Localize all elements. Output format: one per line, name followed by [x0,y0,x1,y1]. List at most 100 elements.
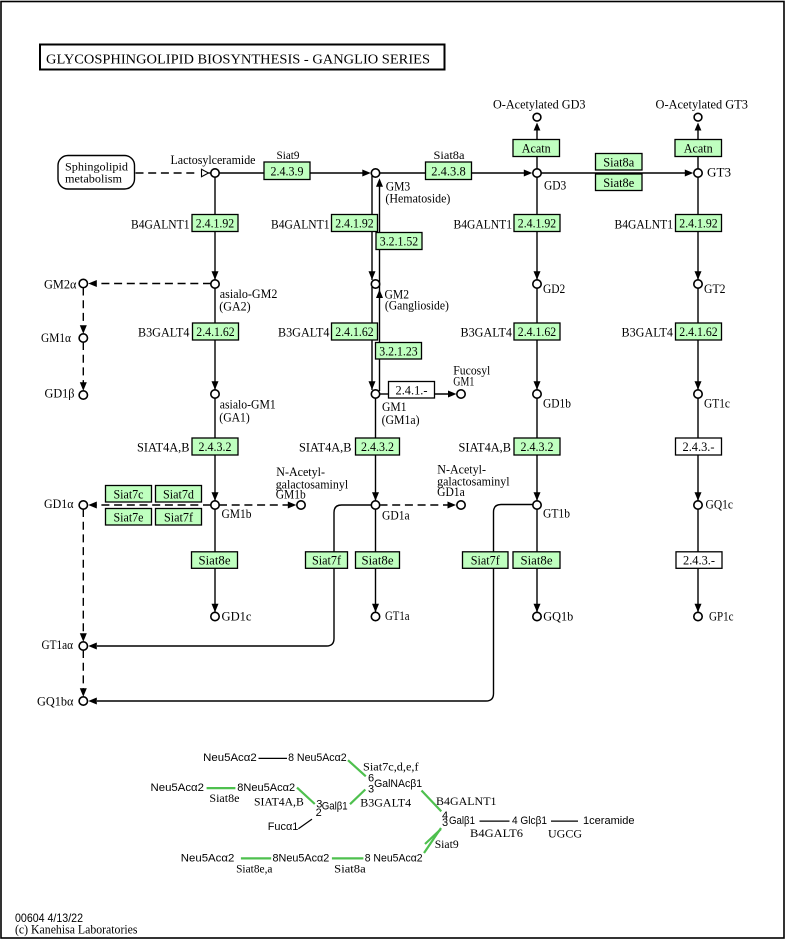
svg-text:3: 3 [368,783,374,795]
svg-text:GD1a: GD1a [382,508,410,523]
svg-text:B4GALNT1: B4GALNT1 [454,217,513,232]
svg-text:B3GALT4: B3GALT4 [360,796,411,810]
svg-text:Siat8e: Siat8e [603,175,634,190]
svg-text:B3GALT4: B3GALT4 [622,325,674,340]
svg-text:GD1c: GD1c [222,609,252,624]
svg-text:Acatn: Acatn [684,141,713,156]
svg-text:asialo-GM1: asialo-GM1 [220,397,276,412]
svg-text:GM1: GM1 [453,374,474,389]
svg-text:GT2: GT2 [704,281,726,296]
svg-text:SIAT4A,B: SIAT4A,B [137,440,190,455]
svg-text:Siat7c,d,e,f: Siat7c,d,e,f [363,760,419,774]
svg-text:2.4.1.62: 2.4.1.62 [518,324,556,339]
svg-text:6: 6 [368,773,374,785]
svg-text:GM2α: GM2α [44,277,77,292]
svg-text:2.4.3.8: 2.4.3.8 [431,163,465,178]
svg-text:(GA2): (GA2) [219,299,250,314]
svg-text:3.2.1.52: 3.2.1.52 [380,234,418,249]
svg-text:Galβ1: Galβ1 [322,801,348,813]
svg-text:Siat7d: Siat7d [163,486,194,501]
svg-text:8Neu5Acα2: 8Neu5Acα2 [237,782,295,794]
svg-text:B4GALT6: B4GALT6 [470,826,523,840]
svg-text:Siat8e: Siat8e [362,553,394,568]
svg-text:Galβ1: Galβ1 [449,815,475,827]
svg-text:00604 4/13/22: 00604 4/13/22 [15,911,83,925]
svg-text:GQ1c: GQ1c [706,497,734,512]
svg-text:2.4.3.9: 2.4.3.9 [271,163,304,178]
svg-text:2.4.1.92: 2.4.1.92 [196,216,234,231]
svg-text:B3GALT4: B3GALT4 [278,325,330,340]
svg-text:SIAT4A,B: SIAT4A,B [299,440,352,455]
svg-text:2.4.3.2: 2.4.3.2 [521,439,554,454]
svg-text:2: 2 [316,807,322,819]
svg-text:GT1a: GT1a [385,608,410,623]
svg-text:B4GALNT1: B4GALNT1 [131,217,190,232]
svg-text:2.4.1.-: 2.4.1.- [396,382,428,397]
svg-text:2.4.1.62: 2.4.1.62 [335,324,373,339]
svg-text:Siat8e: Siat8e [521,553,553,568]
svg-text:Neu5Acα2: Neu5Acα2 [203,752,257,764]
svg-text:(Ganglioside): (Ganglioside) [385,298,449,313]
svg-text:4: 4 [442,810,448,822]
svg-text:GT1c: GT1c [704,396,730,411]
svg-text:GM1: GM1 [382,399,407,414]
svg-text:galactosaminyl: galactosaminyl [276,476,349,491]
svg-text:GT1b: GT1b [543,506,570,521]
svg-text:B4GALNT1: B4GALNT1 [615,217,674,232]
svg-text:Neu5Acα2: Neu5Acα2 [151,782,205,794]
svg-text:UGCG: UGCG [548,827,582,841]
svg-text:GD2: GD2 [543,281,565,296]
svg-text:GM3: GM3 [386,178,411,193]
svg-text:1ceramide: 1ceramide [583,815,635,827]
svg-text:2.4.1.92: 2.4.1.92 [335,216,373,231]
svg-text:GQ1b: GQ1b [543,608,573,623]
svg-text:B4GALNT1: B4GALNT1 [436,794,497,808]
svg-text:O-Acetylated GD3: O-Acetylated GD3 [493,97,586,112]
svg-text:asialo-GM2: asialo-GM2 [220,286,278,301]
svg-text:Neu5Acα2: Neu5Acα2 [181,853,235,865]
svg-text:B3GALT4: B3GALT4 [461,325,513,340]
svg-text:Siat7f: Siat7f [164,509,194,524]
svg-text:N-Acetyl-: N-Acetyl- [437,462,486,477]
svg-text:2.4.1.92: 2.4.1.92 [518,216,556,231]
svg-text:metabolism: metabolism [65,172,123,186]
svg-text:O-Acetylated GT3: O-Acetylated GT3 [656,97,749,112]
svg-text:GM2: GM2 [385,286,410,301]
svg-text:GD1α: GD1α [44,496,74,511]
svg-text:3.2.1.23: 3.2.1.23 [379,343,417,358]
svg-text:(c) Kanehisa Laboratories: (c) Kanehisa Laboratories [15,922,138,937]
svg-text:GD3: GD3 [544,178,566,193]
svg-text:Siat7e: Siat7e [114,509,144,524]
svg-text:GT3: GT3 [707,165,731,180]
svg-text:Siat7f: Siat7f [471,553,501,568]
svg-text:Fucosyl: Fucosyl [453,363,490,378]
svg-text:2.4.1.62: 2.4.1.62 [679,324,717,339]
svg-text:SIAT4A,B: SIAT4A,B [254,794,304,808]
svg-text:Siat9: Siat9 [277,148,300,162]
svg-text:(GM1a): (GM1a) [382,412,420,427]
svg-text:3: 3 [316,799,322,811]
svg-text:N-Acetyl-: N-Acetyl- [276,464,325,479]
svg-text:Siat8e: Siat8e [199,553,231,568]
svg-text:GM1b: GM1b [276,486,306,501]
svg-text:GalNAcβ1: GalNAcβ1 [374,778,422,790]
svg-text:Siat8a: Siat8a [334,861,366,875]
svg-text:3: 3 [442,817,448,829]
svg-text:8Neu5Acα2: 8Neu5Acα2 [273,853,330,865]
svg-text:(GA1): (GA1) [219,410,250,425]
svg-text:GM1α: GM1α [41,330,71,345]
svg-text:8 Neu5Acα2: 8 Neu5Acα2 [288,752,347,764]
svg-text:Acatn: Acatn [522,141,551,156]
svg-text:GT1aα: GT1aα [42,637,74,652]
svg-text:GQ1bα: GQ1bα [37,694,74,709]
svg-text:GLYCOSPHINGOLIPID BIOSYNTHESI: GLYCOSPHINGOLIPID BIOSYNTHESIS - GANGLIO… [46,52,430,67]
svg-text:SIAT4A,B: SIAT4A,B [459,440,512,455]
svg-text:2.4.3.-: 2.4.3.- [683,553,715,568]
svg-text:2.4.3.2: 2.4.3.2 [361,439,394,454]
svg-text:B3GALT4: B3GALT4 [138,325,190,340]
svg-text:2.4.1.62: 2.4.1.62 [196,324,234,339]
svg-text:galactosaminyl: galactosaminyl [437,474,510,489]
svg-text:8 Neu5Acα2: 8 Neu5Acα2 [365,853,423,865]
svg-text:(Hematoside): (Hematoside) [385,191,450,206]
svg-text:Siat8e: Siat8e [209,791,239,805]
